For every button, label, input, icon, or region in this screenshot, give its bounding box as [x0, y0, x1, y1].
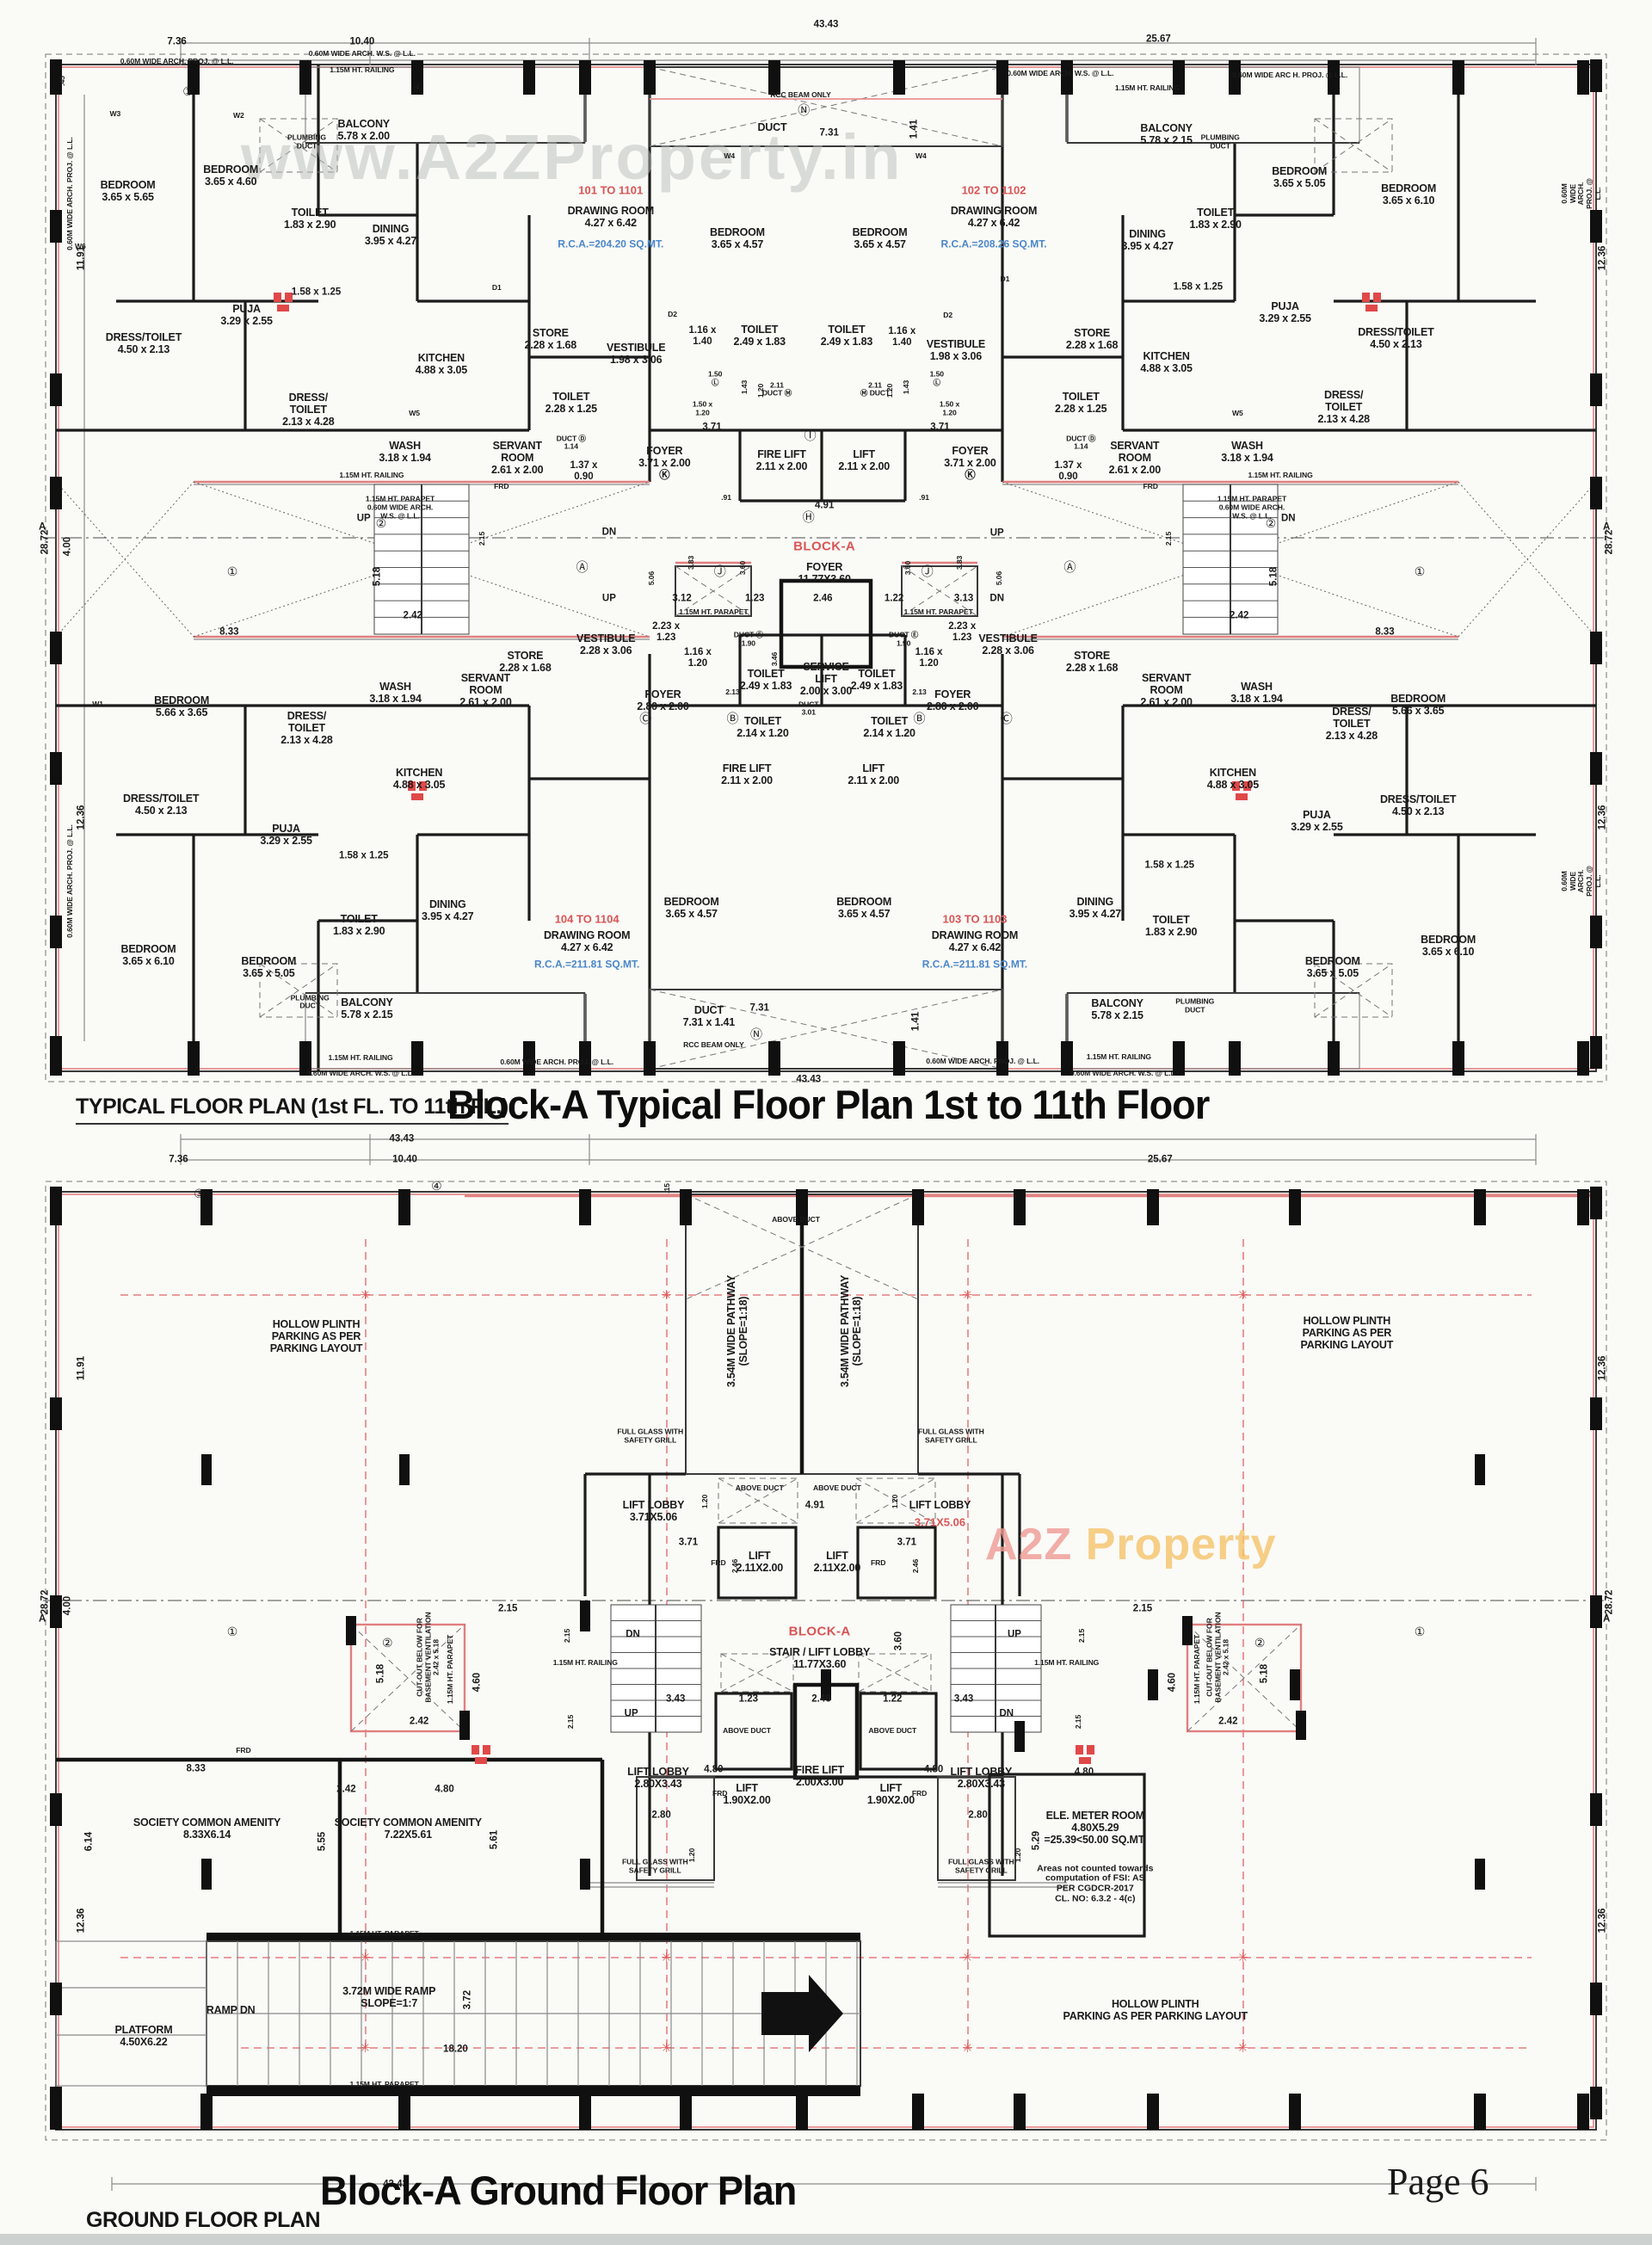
svg-text:✳: ✳ [1237, 1950, 1248, 1965]
svg-text:✳: ✳ [360, 1287, 371, 1303]
typical-plan-subtitle: TYPICAL FLOOR PLAN (1st FL. TO 11th FL.) [76, 1095, 509, 1125]
page-number: Page 6 [1387, 2161, 1489, 2203]
svg-text:✳: ✳ [962, 1287, 973, 1303]
typical-plan-title: Block-A Typical Floor Plan 1st to 11th F… [447, 1082, 1210, 1127]
svg-text:✳: ✳ [661, 1287, 672, 1303]
svg-text:✳: ✳ [962, 1950, 973, 1965]
scan-edge-strip [0, 2234, 1652, 2245]
svg-text:✳: ✳ [962, 2040, 973, 2056]
watermark-a2z-property: A2Z Property [985, 1520, 1277, 1570]
svg-text:✳: ✳ [661, 1950, 672, 1965]
ground-plan-title: Block-A Ground Floor Plan [320, 2168, 797, 2213]
svg-text:✳: ✳ [661, 2040, 672, 2056]
ground-plan-drawing: ✳ ✳ ✳ ✳ ✳ ✳ ✳ ✳ ✳ ✳ ✳ ✳ [43, 1134, 1609, 2191]
svg-text:✳: ✳ [1237, 1287, 1248, 1303]
watermark-a2zproperty: www.A2ZProperty.in [241, 121, 903, 193]
svg-text:✳: ✳ [360, 1950, 371, 1965]
svg-text:✳: ✳ [1237, 2040, 1248, 2056]
typical-plan-drawing [43, 38, 1609, 1082]
svg-text:✳: ✳ [360, 2040, 371, 2056]
